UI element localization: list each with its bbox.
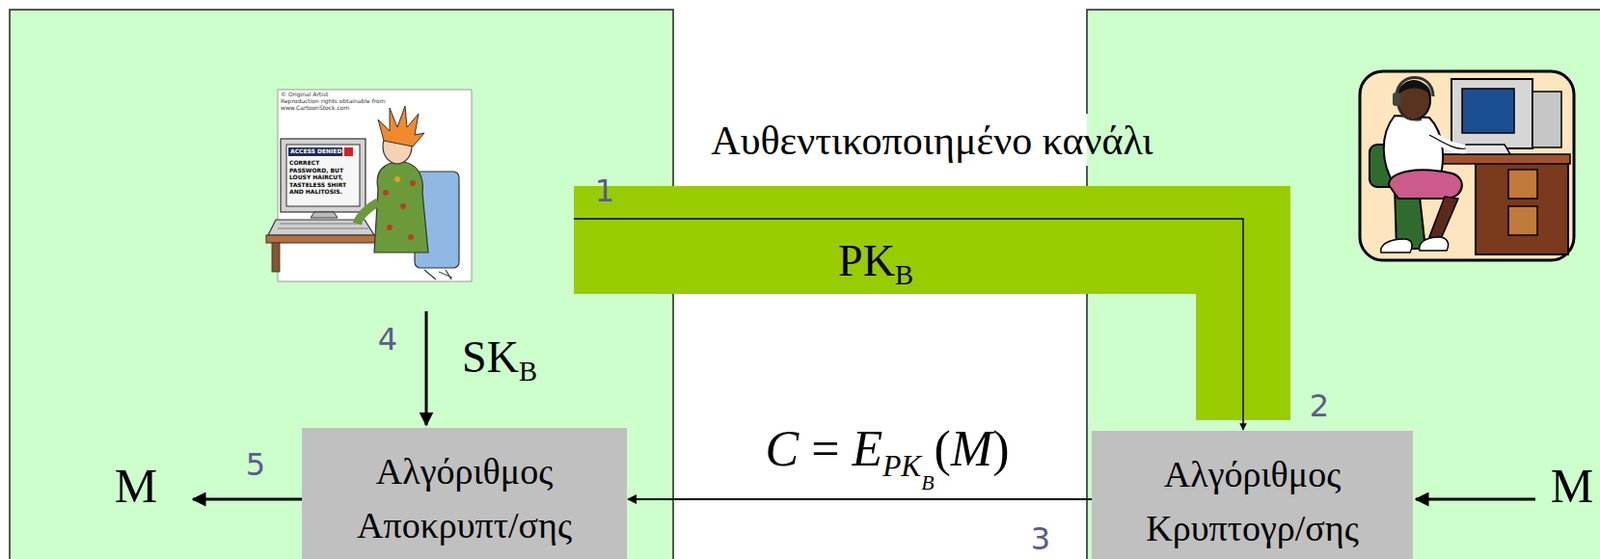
ciphertext-formula: C = EPKB(M) — [761, 417, 1014, 497]
key-label: SKB — [461, 332, 538, 388]
input-arrow — [1415, 498, 1536, 502]
connector-arrow — [627, 498, 1092, 501]
callout-number: 1 — [595, 173, 615, 210]
channel-band-fill — [573, 186, 1291, 421]
decryption-box: Αλγόριθμος Αποκρυπτ/σης — [301, 428, 627, 559]
connector-arrow — [573, 218, 1244, 431]
cartoon-illustration — [266, 89, 472, 282]
box-label: Αλγόριθμος Αποκρυπτ/σης — [301, 428, 627, 553]
channel-title: Αυθεντικοποιημένο κανάλι — [573, 115, 1291, 166]
operator-illustration — [1359, 71, 1574, 261]
callout-number: 5 — [245, 447, 266, 484]
callout-number: 3 — [1030, 521, 1051, 558]
copyright-note: www.CartoonStock.com — [280, 105, 350, 112]
box-label: Αλγόριθμος Κρυπτογρ/σης — [1091, 431, 1413, 556]
key-label: PKB — [838, 234, 914, 293]
message-label: M — [114, 459, 158, 516]
copyright-note: Reproduction rights obtainable from — [280, 98, 386, 106]
channel-band: Αυθεντικοποιημένο κανάλιPKB — [573, 115, 1291, 421]
key-arrow — [425, 311, 429, 426]
screen-text: ACCESS DENIED — [290, 148, 342, 156]
callout-number: 4 — [378, 322, 398, 358]
copyright-note: © Original Artist — [280, 91, 328, 99]
output-arrow — [192, 498, 302, 502]
callout-number: 2 — [1309, 388, 1329, 425]
message-label: M — [1550, 459, 1594, 516]
screen-text: CORRECT PASSWORD, BUT LOUSY HAIRCUT, TAS… — [289, 159, 357, 196]
encryption-box: Αλγόριθμος Κρυπτογρ/σης — [1091, 431, 1413, 559]
